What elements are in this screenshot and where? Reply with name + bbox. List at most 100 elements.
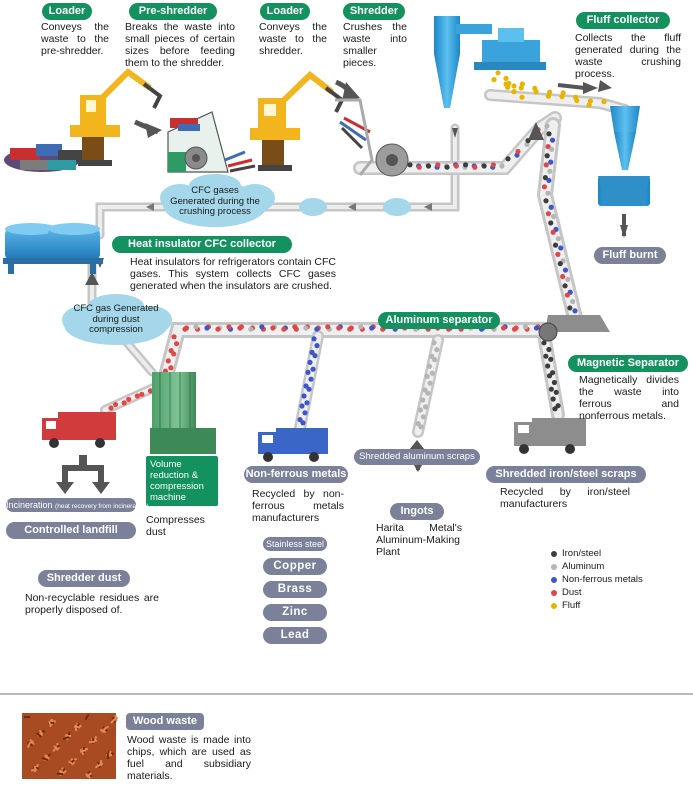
loader-2-machine: [250, 71, 345, 171]
fluff-collector-desc: Collects the fluff generated during the …: [575, 32, 681, 80]
material-dot: [311, 336, 317, 342]
legend-label: Iron/steel: [562, 548, 602, 559]
material-dot: [424, 373, 430, 379]
material-dot: [325, 324, 331, 330]
material-dot: [420, 397, 426, 403]
material-dot: [435, 162, 441, 168]
material-dot: [204, 325, 210, 331]
material-dot: [548, 204, 554, 210]
wood-chip: [30, 768, 38, 772]
cfc-cloud-1: [160, 174, 275, 227]
arrow-to-fluff-collector: [598, 80, 612, 92]
legend-item: Dust: [551, 586, 679, 599]
shredder-machine: [335, 98, 409, 177]
cfc-cloud-2: [62, 294, 172, 345]
pre-shredder-title: Pre-shredder: [129, 3, 217, 20]
material-dot: [550, 396, 556, 402]
material-dot: [301, 393, 307, 399]
material-dot: [522, 324, 529, 330]
arrow-down-cfc: [452, 128, 458, 138]
material-dot: [564, 292, 571, 298]
material-dot: [495, 70, 501, 76]
material-dot: [555, 236, 561, 242]
shredder-title: Shredder: [343, 3, 405, 20]
material-dot: [108, 405, 114, 411]
material-dot: [548, 386, 554, 392]
legend-item: Fluff: [551, 599, 679, 612]
cyclone-separator: [434, 16, 546, 108]
material-dot: [543, 198, 549, 204]
material-dot: [552, 242, 559, 248]
magnetic-separator-machine: [538, 315, 610, 342]
shredder-dust-badge: Shredder dust: [38, 570, 130, 587]
loader-1-desc: Conveys the waste to the pre-shredder.: [41, 21, 109, 57]
shredded-aluminum-badge: Shredded aluminum scraps: [354, 449, 480, 465]
material-dot: [347, 326, 353, 332]
material-dot: [519, 94, 525, 100]
material-dot: [126, 396, 132, 403]
wood-chip: [106, 752, 110, 760]
legend-label: Non-ferrous metals: [562, 574, 643, 585]
wood-chip: [41, 757, 49, 761]
nonferrous-metals-desc: Recycled by non-ferrous metals manufactu…: [252, 488, 344, 524]
material-dot: [565, 276, 571, 282]
material-dot: [542, 175, 548, 181]
arrow-cyclone-fluff: [557, 83, 586, 90]
material-dot: [427, 380, 433, 386]
shredded-iron-badge: Shredded iron/steel scraps: [486, 466, 646, 483]
material-dot: [314, 326, 320, 332]
material-dot: [511, 326, 518, 332]
material-dot: [543, 353, 549, 359]
wood-chip: [62, 735, 70, 741]
scrap-strips: [224, 116, 371, 173]
material-dot: [304, 400, 310, 406]
wood-chip: [26, 741, 32, 749]
material-dot: [422, 404, 429, 410]
volume-reduction-desc: Compresses dust: [146, 514, 205, 538]
material-dot: [545, 190, 551, 196]
material-dot: [314, 343, 320, 349]
material-dot: [511, 89, 517, 95]
arrow-up-conveyor: [528, 122, 544, 140]
metal-brass: Brass: [263, 581, 327, 598]
material-dot: [147, 388, 154, 394]
loader-1-machine: [70, 68, 163, 166]
wood-chip: [52, 746, 58, 752]
legend-item: Non-ferrous metals: [551, 573, 679, 586]
material-dot: [551, 379, 558, 386]
fluff-collector-title: Fluff collector: [576, 12, 670, 29]
arrow-down-aluminum: [409, 440, 425, 450]
loader-1-title: Loader: [42, 3, 92, 20]
shredder-dust-desc: Non-recyclable residues are properly dis…: [25, 592, 159, 616]
metal-lead: Lead: [263, 627, 327, 644]
cfc-pipe-arrows: [146, 203, 432, 211]
material-dot: [307, 359, 313, 365]
compression-building: [150, 372, 216, 454]
wood-chip: [85, 773, 91, 779]
material-dot: [499, 163, 505, 169]
material-dot: [545, 143, 551, 150]
material-dot: [358, 324, 364, 330]
material-dot: [432, 357, 438, 363]
material-dot: [248, 326, 254, 332]
material-dot: [552, 406, 558, 412]
legend-item: Iron/steel: [551, 547, 679, 560]
cfc-cloud-1-text: CFC gases Generated during the crushing …: [170, 185, 260, 217]
wood-chip: [99, 728, 107, 734]
material-dot: [533, 325, 540, 331]
fluff-collector-machine: [598, 106, 650, 206]
material-dot: [425, 163, 432, 169]
material-dot: [562, 283, 568, 289]
material-dot: [541, 184, 548, 190]
material-dot: [586, 102, 592, 108]
material-dot: [518, 85, 524, 91]
legend-dot: [551, 576, 557, 583]
wood-chip: [24, 716, 30, 718]
legend-dot: [551, 589, 557, 596]
material-dot: [553, 389, 559, 395]
wood-chip: [84, 713, 90, 721]
material-dot: [173, 341, 180, 347]
material-dot: [548, 220, 554, 226]
material-dot: [545, 93, 552, 99]
material-dot: [168, 365, 174, 371]
